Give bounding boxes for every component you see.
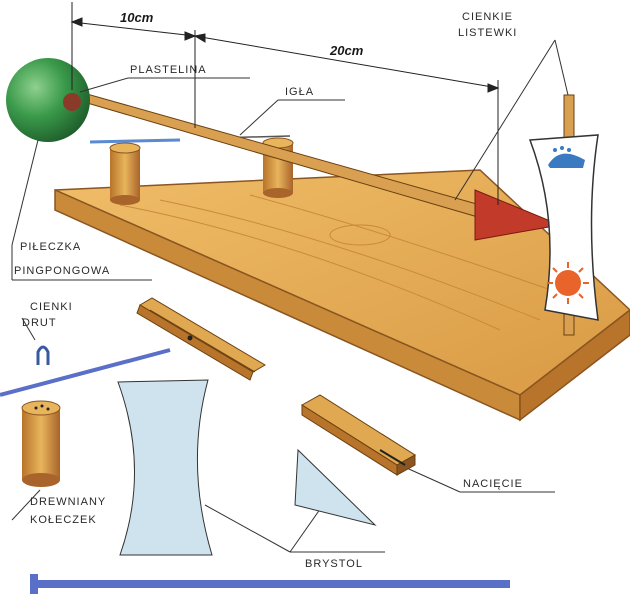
dimension-20cm: 20cm [329,43,364,58]
ping-pong-ball [6,58,90,142]
bottom-bar-cap [30,574,38,594]
slotted-stick [301,394,416,476]
label-cienkie: CIENKIE [462,11,513,23]
plasticine-blob [63,93,81,111]
dimension-10cm: 10cm [120,10,154,25]
curved-card-shape [117,379,213,556]
label-drewniany: DREWNIANY [30,496,106,508]
blue-diagonal-line [0,348,171,397]
rain-cloud-icon [548,146,585,168]
bottom-blue-bar [30,580,510,588]
triangle-card-shape [294,448,377,526]
label-naciecie: NACIĘCIE [463,478,523,490]
label-pileczka: PIŁECZKA [20,241,81,253]
label-drut: DRUT [22,317,57,329]
leader-lines [11,39,569,553]
thin-wire-hook [36,345,50,365]
dimension-lines [70,2,500,205]
wooden-peg [21,400,61,487]
card-panel [528,134,599,321]
label-listewki: LISTEWKI [458,27,517,39]
needle [89,138,181,144]
label-brystol: BRYSTOL [305,558,363,570]
arrow-head [474,189,562,241]
wire-leader [21,317,36,341]
label-plastelina: PLASTELINA [130,64,207,76]
stick-with-hole [136,297,266,381]
label-cienki: CIENKI [30,301,73,313]
peg-left [109,142,141,205]
label-igla: IGŁA [285,86,314,98]
label-pingpongowa: PINGPONGOWA [14,265,110,277]
sun-icon [547,262,589,304]
label-koleczek: KOŁECZEK [30,514,97,526]
